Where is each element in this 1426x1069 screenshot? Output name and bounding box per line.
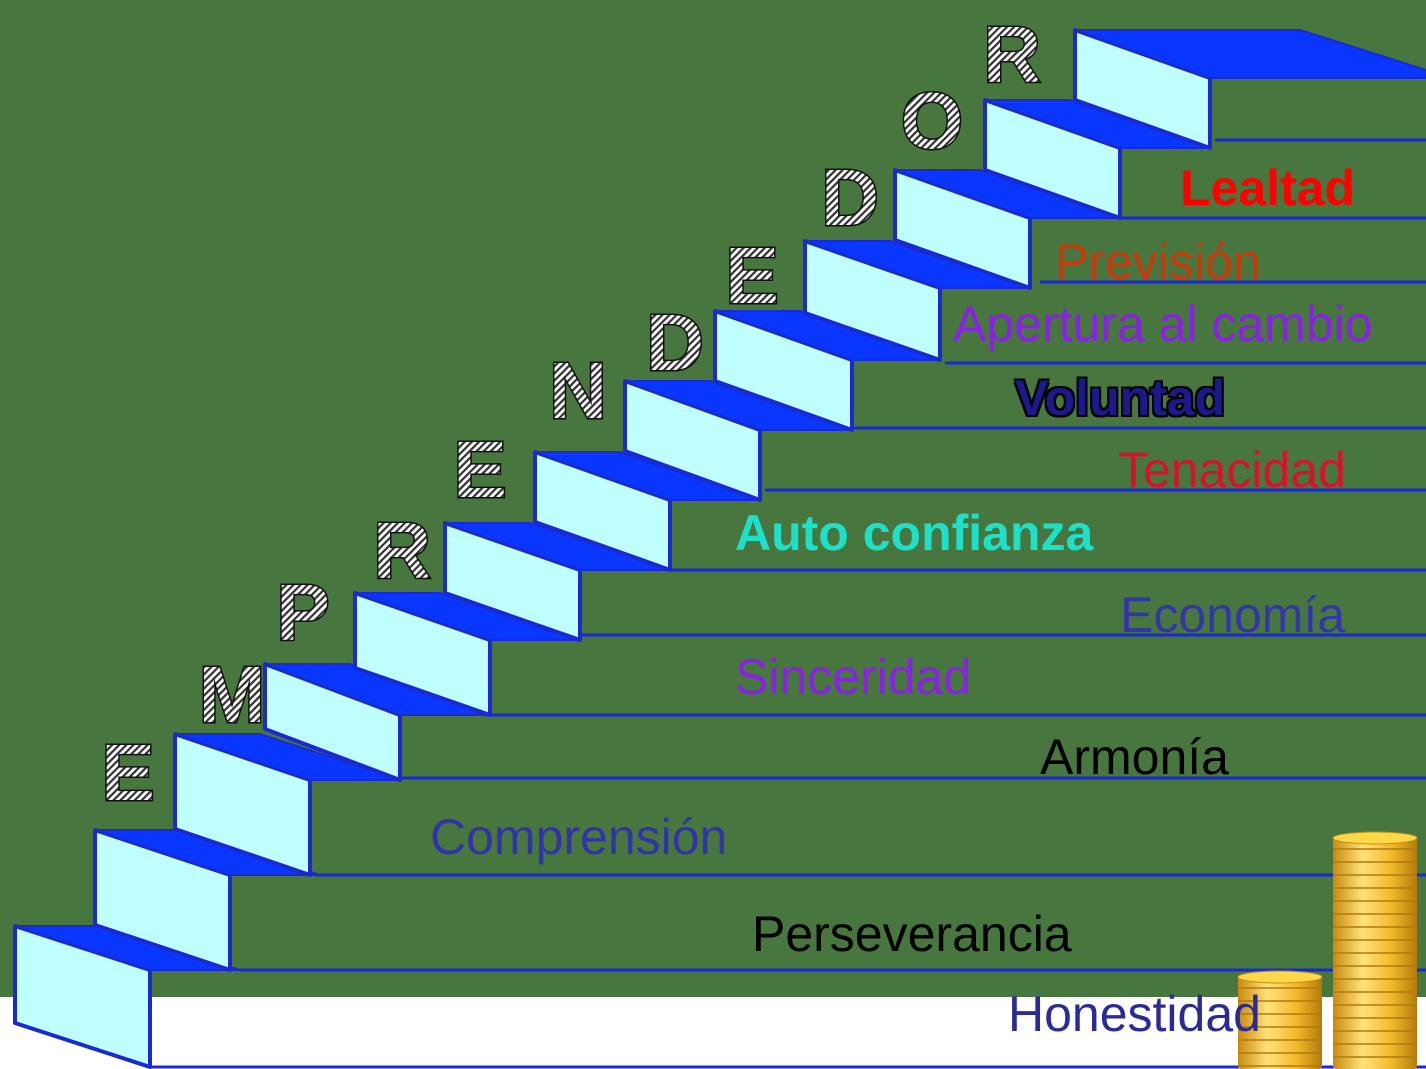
top-landing [1074, 29, 1426, 79]
title-letter: E [453, 425, 506, 514]
stair-step [13, 924, 241, 1069]
gold-coin-stacks-icon [1237, 831, 1418, 1069]
value-label: Apertura al cambio [953, 296, 1373, 352]
value-label: Voluntad [1015, 370, 1226, 426]
stair-step [533, 450, 761, 572]
value-label: Armonía [1040, 729, 1229, 785]
title-letter: M [199, 650, 266, 739]
title-letter: P [276, 568, 329, 657]
value-label: Honestidad [1008, 986, 1261, 1042]
stair-step [623, 379, 851, 502]
value-label: Economía [1120, 587, 1346, 643]
title-letter: N [549, 346, 607, 435]
stair-step [443, 521, 671, 642]
value-label: Tenacidad [1118, 442, 1346, 498]
value-label: Sinceridad [735, 649, 972, 705]
stair-step [353, 591, 581, 717]
stair-step [983, 98, 1211, 220]
white-floor [0, 997, 1426, 1069]
title-letter: R [373, 506, 431, 595]
title-letter: O [901, 76, 963, 165]
stair-step [93, 828, 321, 972]
value-label: Previsión [1055, 234, 1261, 290]
step-tread [14, 925, 241, 971]
title-letter: E [101, 728, 154, 817]
value-label: Comprensión [430, 809, 728, 865]
value-label: Lealtad [1180, 160, 1356, 216]
stair-step [173, 732, 401, 877]
value-label: Perseverancia [752, 906, 1072, 962]
title-letter: D [821, 153, 879, 242]
value-label: Auto confianza [735, 505, 1094, 561]
title-letter: R [983, 10, 1041, 99]
title-letter: E [725, 231, 778, 320]
stair-step [713, 309, 943, 432]
title-letter: D [646, 298, 704, 387]
step-tread [94, 829, 321, 876]
